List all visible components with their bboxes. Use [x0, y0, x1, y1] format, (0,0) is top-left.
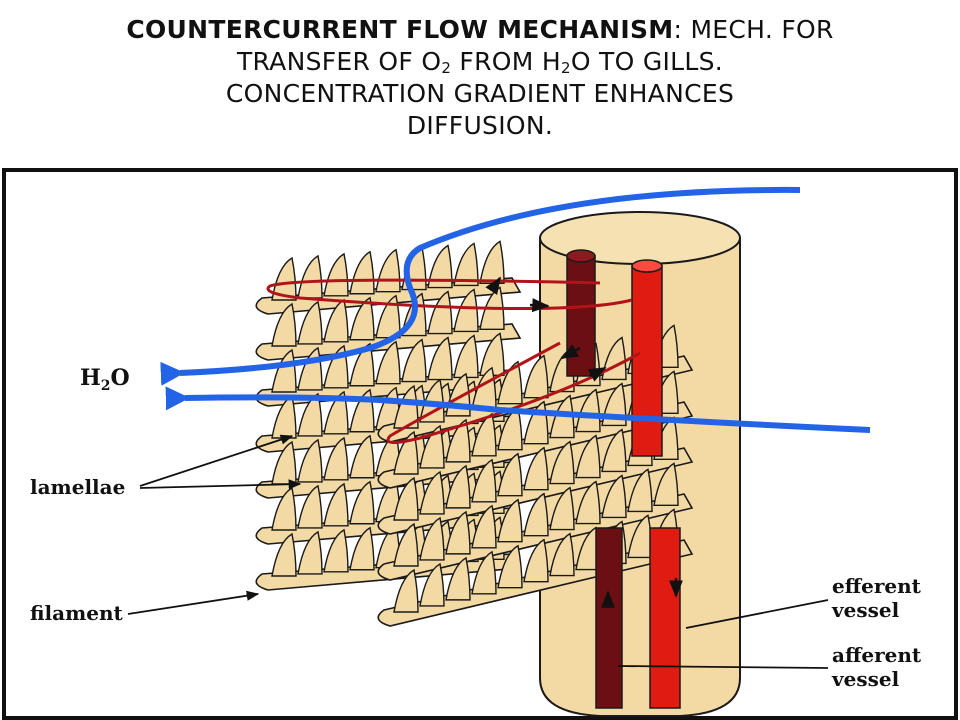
lamella: [549, 440, 575, 485]
lamella: [497, 498, 523, 543]
lamella: [497, 544, 523, 589]
lamella: [627, 468, 653, 513]
title-text: TRANSFER OF O: [236, 47, 442, 76]
title-text: FROM H: [451, 47, 561, 76]
lamella: [453, 334, 479, 379]
lamella: [453, 242, 479, 287]
lamella: [349, 342, 375, 387]
title-line-1: COUNTERCURRENT FLOW MECHANISM: MECH. FOR: [0, 14, 960, 46]
title-rest: : MECH. FOR: [673, 15, 834, 44]
lamella: [549, 532, 575, 577]
lamella: [427, 336, 453, 381]
lamella: [375, 248, 401, 293]
lamella: [471, 458, 497, 503]
lamella: [549, 486, 575, 531]
figure-frame: [2, 168, 958, 720]
title: COUNTERCURRENT FLOW MECHANISM: MECH. FOR…: [0, 14, 960, 142]
lamella: [601, 428, 627, 473]
subscript: 2: [560, 59, 571, 77]
filament: [255, 277, 522, 315]
lamella: [323, 390, 349, 435]
lamella: [393, 568, 419, 613]
lamella: [323, 528, 349, 573]
lamella: [323, 482, 349, 527]
lamella: [445, 510, 471, 555]
lamella: [297, 392, 323, 437]
lamella: [271, 348, 297, 393]
lamella: [523, 538, 549, 583]
lamella: [653, 462, 679, 507]
lamella: [401, 338, 427, 383]
lamella: [479, 240, 505, 285]
water-flow-lines: [160, 186, 871, 433]
lamella: [445, 464, 471, 509]
lamella: [471, 366, 497, 411]
lamella: [393, 476, 419, 521]
lamella: [419, 424, 445, 469]
lamella: [323, 436, 349, 481]
afferent-label-1: afferent: [832, 643, 922, 667]
lamella: [453, 288, 479, 333]
lamella: [349, 250, 375, 295]
lamella: [427, 290, 453, 335]
lamella: [271, 302, 297, 347]
lamellae-label: lamellae: [30, 475, 125, 499]
title-text: O TO GILLS.: [570, 47, 724, 76]
lamella: [297, 438, 323, 483]
gill-diagram: H2O lamellae filament efferent vessel af…: [0, 168, 960, 720]
lamella: [323, 252, 349, 297]
lamella: [601, 474, 627, 519]
lamella: [497, 360, 523, 405]
subscript: 2: [441, 59, 452, 77]
lamella: [271, 256, 297, 301]
lamella: [471, 550, 497, 595]
blood-loop-middle: [386, 341, 641, 444]
lamella: [271, 532, 297, 577]
lamella: [575, 480, 601, 525]
lamella: [393, 522, 419, 567]
lamella: [419, 516, 445, 561]
lamella: [523, 492, 549, 537]
lamella: [297, 484, 323, 529]
lamella: [375, 340, 401, 385]
lamella: [419, 470, 445, 515]
efferent-label-2: vessel: [831, 598, 900, 622]
lamella: [297, 530, 323, 575]
lamella: [419, 562, 445, 607]
water-label: H2O: [80, 365, 130, 394]
flow-arrows: [485, 276, 683, 608]
lamella: [523, 446, 549, 491]
lamella: [575, 434, 601, 479]
title-bold: COUNTERCURRENT FLOW MECHANISM: [126, 15, 674, 44]
title-line-4: DIFFUSION.: [406, 111, 554, 140]
lamella: [445, 556, 471, 601]
lamella: [349, 296, 375, 341]
lamella: [297, 300, 323, 345]
lamella: [471, 412, 497, 457]
lamella: [445, 418, 471, 463]
efferent-vessel: [631, 259, 681, 709]
leader-lines: [127, 434, 829, 669]
lamella: [349, 480, 375, 525]
lamella: [349, 434, 375, 479]
lamella: [471, 504, 497, 549]
afferent-label-2: vessel: [831, 667, 900, 691]
lamella: [375, 294, 401, 339]
title-line-3: CONCENTRATION GRADIENT ENHANCES: [225, 79, 735, 108]
lamella: [393, 430, 419, 475]
lamella: [349, 526, 375, 571]
lamella: [479, 332, 505, 377]
filament-label: filament: [30, 601, 124, 625]
title-line-2: TRANSFER OF O2 FROM H2O TO GILLS.: [0, 46, 960, 78]
lamella: [497, 452, 523, 497]
lamella: [297, 254, 323, 299]
efferent-label-1: efferent: [832, 574, 922, 598]
lamella: [523, 354, 549, 399]
